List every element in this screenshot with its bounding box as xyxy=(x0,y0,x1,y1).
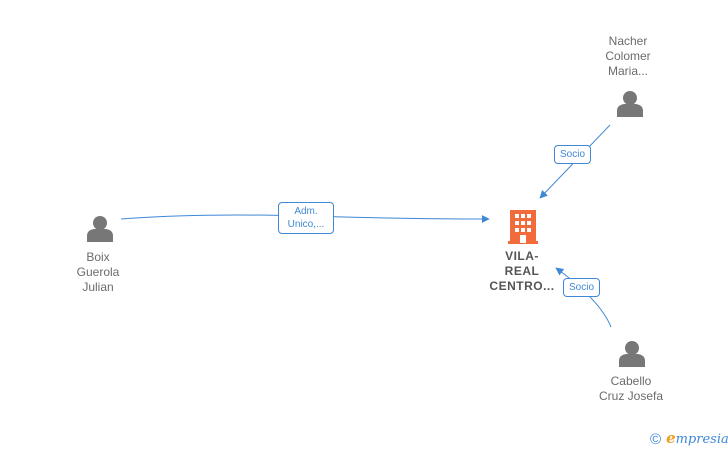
copyright-symbol: © xyxy=(650,431,662,448)
brand-name: mpresia xyxy=(675,432,728,447)
edge-badge-line: Unico,... xyxy=(287,219,325,230)
edge-badge-label: Socio xyxy=(560,149,586,160)
person-label-line: Cruz Josefa xyxy=(598,389,664,403)
person-label-cabello[interactable]: Cabello Cruz Josefa xyxy=(586,374,676,404)
person-label-nacher[interactable]: Nacher Colomer Maria... xyxy=(588,34,668,79)
edge-badge-line: Adm. xyxy=(294,206,318,217)
person-icon[interactable] xyxy=(619,341,645,367)
edge-badge-socio-cabello[interactable]: Socio xyxy=(563,278,601,297)
edge-badge-label: Socio xyxy=(569,282,595,293)
person-label-line: Colomer xyxy=(605,49,651,63)
company-label-line: VILA- xyxy=(505,249,539,263)
person-icon[interactable] xyxy=(87,216,113,242)
edge-badge-adm-unico[interactable]: Adm. Unico,... xyxy=(278,202,334,234)
edge-badge-socio-nacher[interactable]: Socio xyxy=(554,145,592,164)
company-label-line: REAL xyxy=(504,264,540,278)
person-icon[interactable] xyxy=(617,91,643,117)
person-label-line: Julian xyxy=(82,280,114,294)
company-label[interactable]: VILA- REAL CENTRO... xyxy=(482,249,562,294)
person-label-line: Cabello xyxy=(610,374,652,388)
person-label-line: Maria... xyxy=(607,64,648,78)
edge-cabello-to-company xyxy=(555,267,612,328)
building-icon[interactable] xyxy=(508,210,538,244)
brand-e: e xyxy=(666,429,676,447)
person-label-line: Boix xyxy=(86,250,110,264)
person-label-line: Nacher xyxy=(608,34,648,48)
person-label-line: Guerola xyxy=(76,265,120,279)
person-label-boix[interactable]: Boix Guerola Julian xyxy=(58,250,138,295)
company-label-line: CENTRO... xyxy=(489,279,555,293)
brand-logo: ©empresia xyxy=(650,429,728,448)
